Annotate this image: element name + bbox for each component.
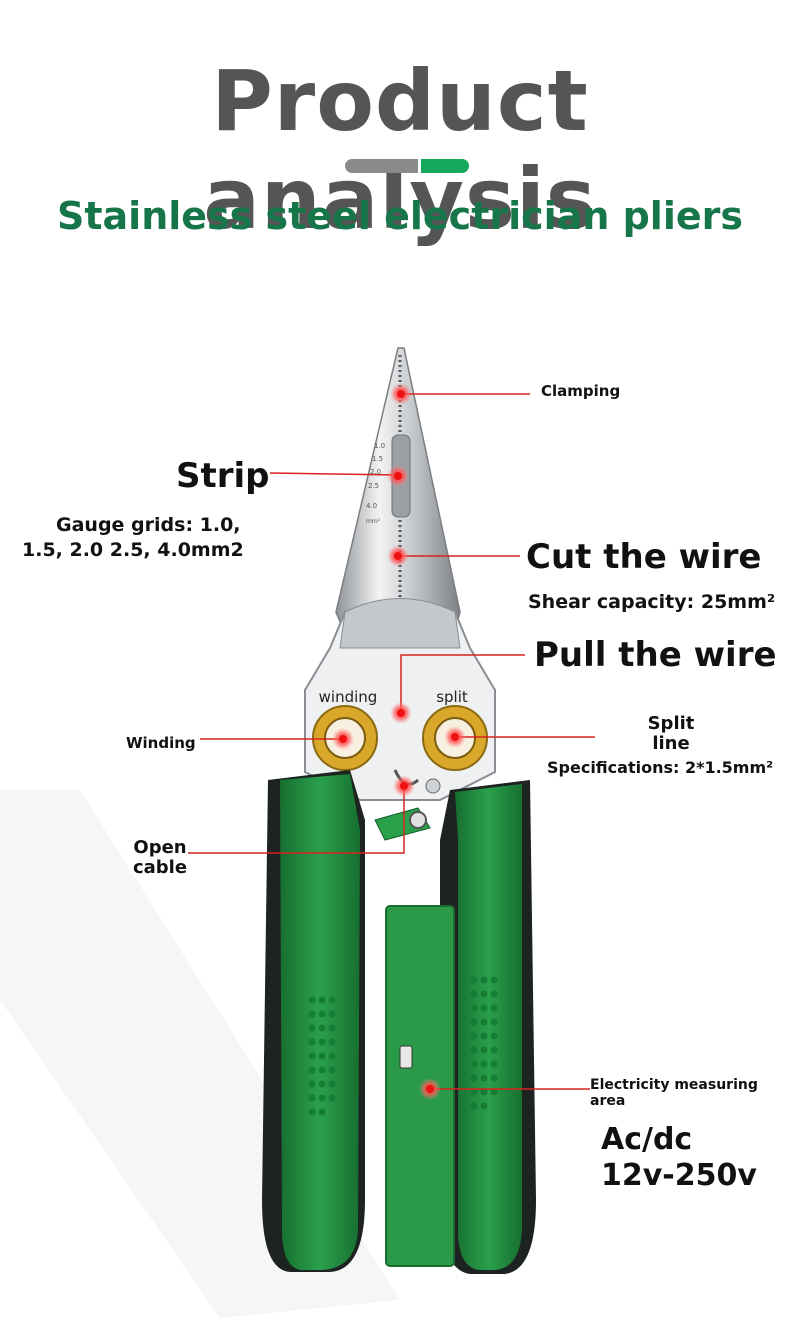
label-strip: Strip	[176, 456, 270, 496]
label-voltage-2: 12v-250v	[601, 1158, 757, 1193]
gauge-tick-2: 1.5	[372, 455, 383, 463]
page-subtitle: Stainless steel electrician pliers	[57, 194, 743, 238]
callout-lines	[188, 393, 595, 1090]
label-pull-wire: Pull the wire	[534, 635, 777, 675]
label-split-line: Split line	[636, 714, 706, 754]
label-open-cable: Open cable	[124, 838, 196, 878]
label-shear-capacity: Shear capacity: 25mm²	[528, 591, 776, 613]
label-cut-wire: Cut the wire	[526, 537, 762, 577]
label-voltage-1: Ac/dc	[601, 1122, 693, 1157]
label-split-spec: Specifications: 2*1.5mm²	[547, 758, 774, 777]
gauge-tick-3: 2.0	[370, 468, 381, 476]
gauge-tick-4: 2.5	[368, 482, 379, 490]
label-measuring-1: Electricity measuring	[590, 1077, 758, 1093]
divider-bar-gray	[345, 159, 418, 173]
label-clamping: Clamping	[541, 382, 621, 400]
gauge-tick-5: 4.0	[366, 502, 377, 510]
label-winding: Winding	[126, 734, 196, 752]
label-open-cable-1: Open	[133, 837, 187, 858]
label-voltage: Ac/dc 12v-250v	[601, 1122, 757, 1194]
winding-marking: winding	[319, 688, 378, 706]
gauge-unit: mm²	[366, 518, 381, 525]
label-gauge-line2: 1.5, 2.0 2.5, 4.0mm2	[22, 539, 244, 561]
split-marking: split	[436, 688, 468, 706]
label-split-line-1: Split	[647, 713, 695, 734]
gauge-tick-1: 1.0	[374, 442, 385, 450]
label-measuring-2: area	[590, 1093, 626, 1109]
label-measuring-area: Electricity measuring area	[590, 1077, 790, 1109]
callout-dots	[332, 383, 466, 1100]
label-gauge-line1: Gauge grids: 1.0,	[56, 514, 241, 536]
divider-bar-green	[421, 159, 469, 173]
label-open-cable-2: cable	[132, 857, 188, 878]
label-split-line-2: line	[652, 733, 690, 754]
